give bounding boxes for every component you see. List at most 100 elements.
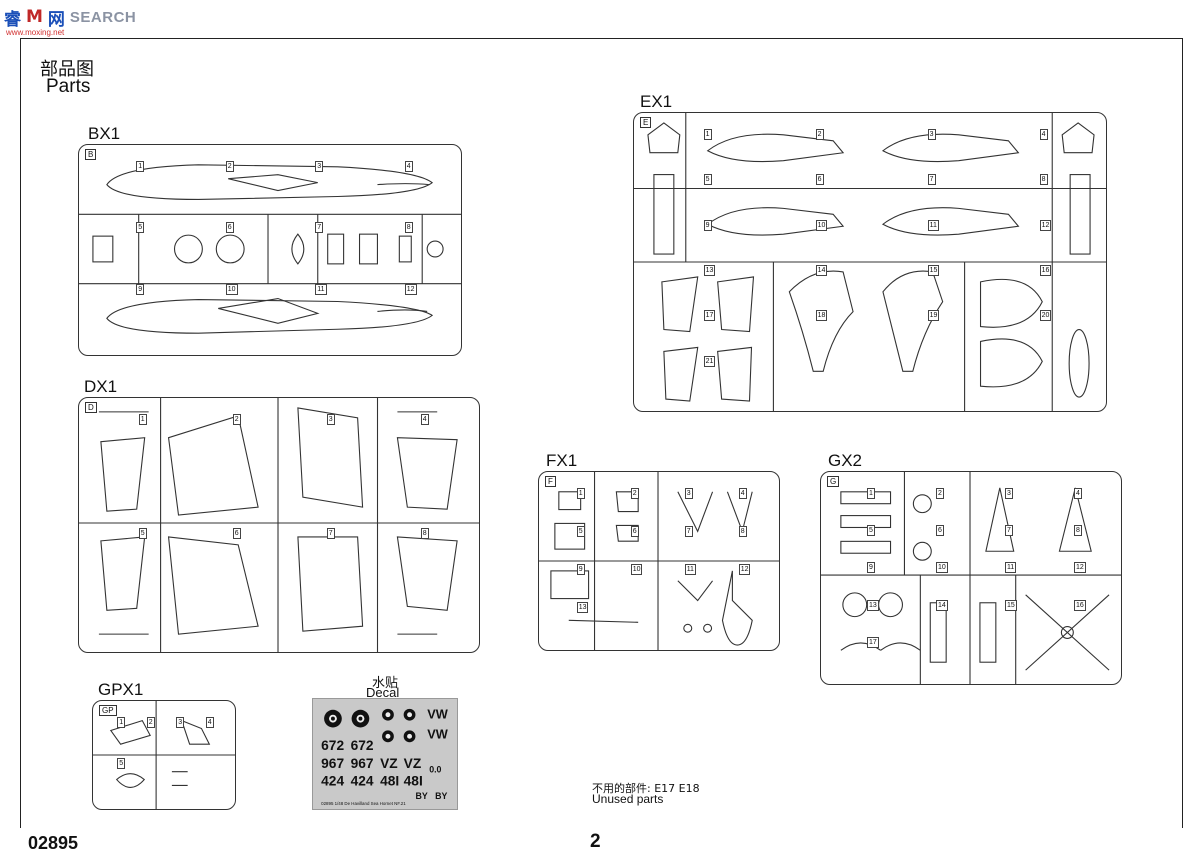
part-number: 8 (738, 526, 747, 537)
sprue-letter-tag: F (545, 476, 556, 487)
part-number: 1 (136, 161, 145, 172)
part-number: 9 (576, 564, 585, 575)
part-number: 1 (576, 488, 585, 499)
sprue-fx1-drawing (539, 472, 779, 650)
part-number: 12 (404, 283, 417, 295)
part-number: 6 (815, 174, 824, 186)
part-number: 3 (326, 414, 335, 425)
decal-code: 0.0 (429, 765, 441, 775)
part-number: 4 (1073, 488, 1082, 499)
decal-code: VW (427, 726, 449, 741)
part-number: 5 (138, 528, 147, 539)
part-number: 11 (1004, 562, 1017, 574)
page-number: 2 (590, 831, 601, 852)
part-number: 7 (927, 174, 936, 186)
part-number: 12 (1039, 219, 1052, 231)
part-number: 5 (136, 222, 145, 234)
part-number: 5 (703, 174, 712, 186)
part-number: 4 (420, 414, 429, 425)
sprue-label-gx2: GX2 (828, 451, 863, 470)
part-number: 12 (1073, 562, 1086, 574)
decal-code: 672 (321, 738, 344, 753)
watermark-cn: 睿 (4, 9, 22, 30)
unused-parts-cn: 不用的部件: E17 E18 (592, 782, 700, 795)
part-number: 8 (420, 528, 429, 539)
page-title-cn: 部品图 (40, 59, 94, 80)
part-number: 2 (935, 488, 944, 499)
part-number: 6 (935, 525, 944, 537)
decal-code: 424 (351, 773, 374, 788)
part-number: 6 (630, 526, 639, 537)
part-number: 7 (1004, 525, 1013, 537)
part-number: 1 (703, 129, 712, 140)
decal-label-cn: 水贴 (372, 676, 399, 691)
part-number: 4 (1039, 129, 1048, 140)
part-number: 2 (225, 161, 234, 172)
sprue-label-ex1: EX1 (640, 92, 673, 111)
part-number: 10 (935, 562, 948, 574)
part-number: 19 (927, 310, 940, 322)
part-number: 11 (927, 219, 939, 231)
sprue-dx1-drawing (79, 398, 479, 652)
unused-parts-en: Unused parts (592, 792, 664, 806)
part-number: 17 (703, 310, 716, 322)
decal-caption: 02895 1/48 De Havilland Sea Hornet NF.21 (321, 801, 406, 806)
decal-code: BY (415, 791, 427, 801)
part-number: 2 (146, 717, 155, 728)
decal-code: VZ (380, 756, 398, 771)
part-number: 5 (117, 758, 126, 769)
part-number: 20 (1039, 310, 1052, 322)
sprue-ex1-drawing (634, 113, 1106, 411)
part-number: 5 (576, 526, 585, 537)
part-number: 8 (1073, 525, 1082, 537)
decal-code: BY (435, 791, 447, 801)
part-number: 8 (404, 222, 413, 234)
part-number: 21 (703, 355, 716, 367)
page-title-en: Parts (46, 76, 91, 97)
decal-sheet-drawing: VW VW 672 672 967 967 VZ VZ 424 424 48I … (321, 707, 449, 806)
sprue-gx2-drawing (821, 472, 1121, 684)
part-number: 5 (866, 525, 875, 537)
part-number: 6 (232, 528, 241, 539)
part-number: 16 (1073, 599, 1086, 611)
part-number: 2 (815, 129, 824, 140)
part-number: 17 (866, 636, 879, 648)
watermark-mid: M (26, 7, 44, 27)
sprue-letter-tag: E (640, 117, 652, 128)
decal-sheet: VW VW 672 672 967 967 VZ VZ 424 424 48I … (312, 698, 458, 810)
sprue-bx1-drawing (79, 164, 461, 334)
watermark-cn2: 网 (47, 9, 66, 30)
decal-code: VW (427, 707, 449, 722)
sprue-gpx1-drawing (93, 701, 235, 809)
part-number: 7 (315, 222, 324, 234)
part-number: 11 (684, 564, 696, 575)
watermark-search: SEARCH (69, 8, 137, 26)
part-number: 10 (225, 283, 238, 295)
decal-code: 48I (380, 773, 399, 788)
sprue-letter-tag: B (85, 149, 97, 160)
part-number: 14 (935, 599, 948, 611)
watermark-url: www.moxing.net (6, 28, 65, 37)
part-number: 9 (136, 283, 145, 295)
part-number: 10 (815, 219, 828, 231)
product-code: 02895 (28, 833, 79, 853)
part-number: 4 (738, 488, 747, 499)
part-number: 1 (117, 717, 126, 728)
part-number: 9 (703, 219, 712, 231)
part-number: 3 (176, 717, 185, 728)
part-number: 1 (138, 414, 147, 425)
part-number: 12 (738, 564, 751, 575)
part-number: 11 (315, 283, 327, 295)
page-frame (20, 38, 1183, 828)
sprue-label-fx1: FX1 (546, 451, 578, 470)
part-number: 13 (703, 265, 716, 276)
part-number: 3 (927, 129, 936, 140)
part-number: 10 (630, 564, 643, 575)
part-number: 4 (205, 717, 214, 728)
decal-code: 424 (321, 773, 344, 788)
part-number: 9 (866, 562, 875, 574)
